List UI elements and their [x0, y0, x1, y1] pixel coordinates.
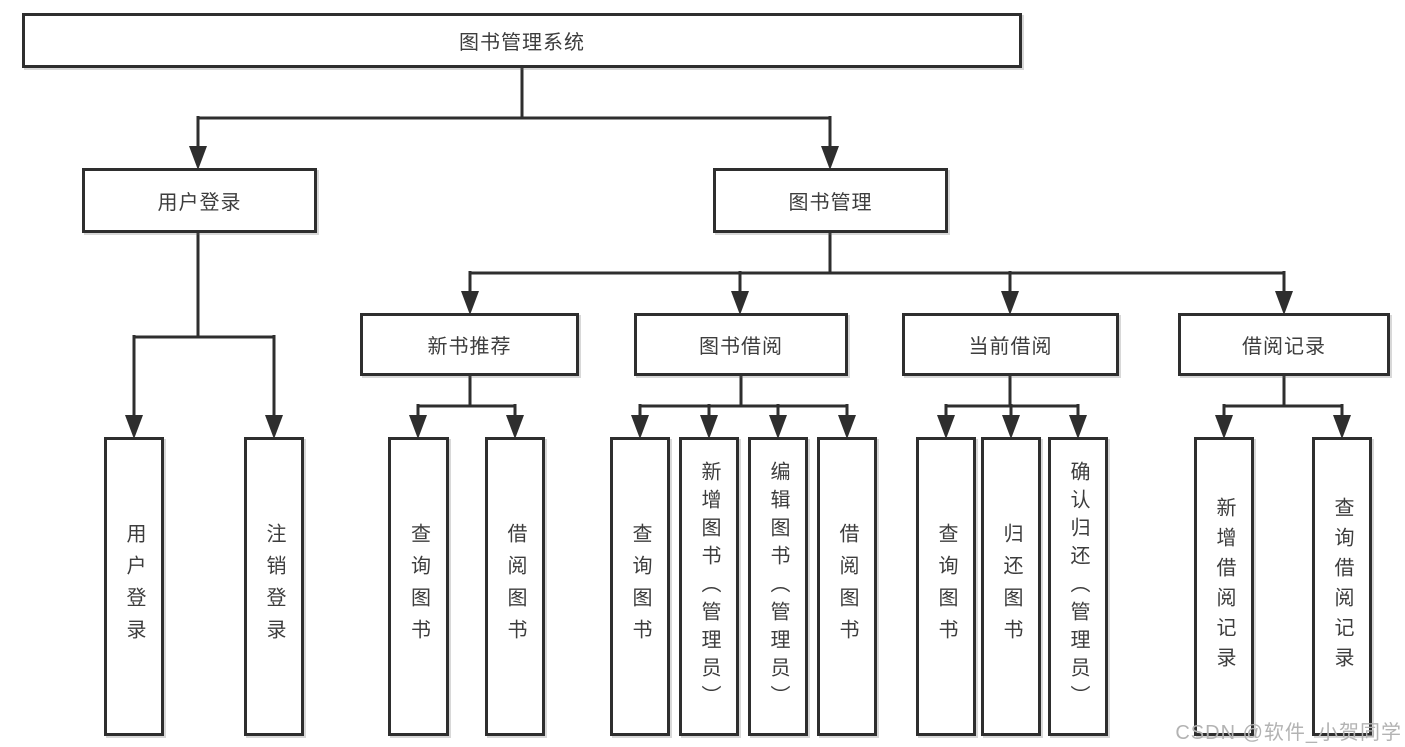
leaf-borrow-edit-books-admin: 编辑图书（管理员） [748, 437, 808, 736]
leaf-current-confirm-return-admin-label: 确认归还（管理员） [1067, 460, 1089, 713]
leaf-current-return-books-label: 归还图书 [1000, 522, 1022, 651]
csdn-watermark: CSDN @软件_小贺同学 [1175, 722, 1402, 744]
leaf-newbook-borrow-books-label: 借阅图书 [504, 522, 526, 651]
leaf-borrow-edit-books-admin-label: 编辑图书（管理员） [767, 460, 789, 713]
leaf-current-confirm-return-admin: 确认归还（管理员） [1048, 437, 1108, 736]
node-new-book-recommend-label: 新书推荐 [427, 336, 512, 358]
node-root: 图书管理系统 [22, 13, 1022, 68]
leaf-borrow-lend-books-label: 借阅图书 [836, 522, 858, 651]
leaf-records-query-record-label: 查询借阅记录 [1331, 496, 1353, 677]
node-book-management-label: 图书管理 [788, 192, 873, 214]
leaf-borrow-query-books: 查询图书 [610, 437, 670, 736]
leaf-borrow-lend-books: 借阅图书 [817, 437, 877, 736]
leaf-records-add-record-label: 新增借阅记录 [1213, 496, 1235, 677]
leaf-user-login-label: 用户登录 [123, 522, 145, 651]
node-book-borrowing: 图书借阅 [634, 313, 848, 376]
node-book-management: 图书管理 [713, 168, 948, 233]
leaf-logout-login-label: 注销登录 [263, 522, 285, 651]
node-book-borrowing-label: 图书借阅 [699, 336, 783, 358]
node-borrowing-records-label: 借阅记录 [1242, 336, 1326, 358]
node-user-login-label: 用户登录 [157, 192, 242, 214]
leaf-current-return-books: 归还图书 [981, 437, 1041, 736]
node-new-book-recommend: 新书推荐 [360, 313, 579, 376]
leaf-current-query-books: 查询图书 [916, 437, 976, 736]
leaf-logout-login: 注销登录 [244, 437, 304, 736]
leaf-newbook-borrow-books: 借阅图书 [485, 437, 545, 736]
leaf-current-query-books-label: 查询图书 [935, 522, 957, 651]
leaf-newbook-query-books: 查询图书 [388, 437, 449, 736]
node-user-login: 用户登录 [82, 168, 317, 233]
node-current-borrowing-label: 当前借阅 [968, 336, 1053, 358]
node-borrowing-records: 借阅记录 [1178, 313, 1390, 376]
leaf-newbook-query-books-label: 查询图书 [407, 522, 430, 651]
leaf-records-add-record: 新增借阅记录 [1194, 437, 1254, 736]
node-root-label: 图书管理系统 [459, 32, 585, 54]
leaf-borrow-add-books-admin: 新增图书（管理员） [679, 437, 739, 736]
leaf-records-query-record: 查询借阅记录 [1312, 437, 1372, 736]
leaf-borrow-add-books-admin-label: 新增图书（管理员） [698, 460, 720, 713]
leaf-user-login: 用户登录 [104, 437, 164, 736]
leaf-borrow-query-books-label: 查询图书 [629, 522, 651, 651]
node-current-borrowing: 当前借阅 [902, 313, 1119, 376]
